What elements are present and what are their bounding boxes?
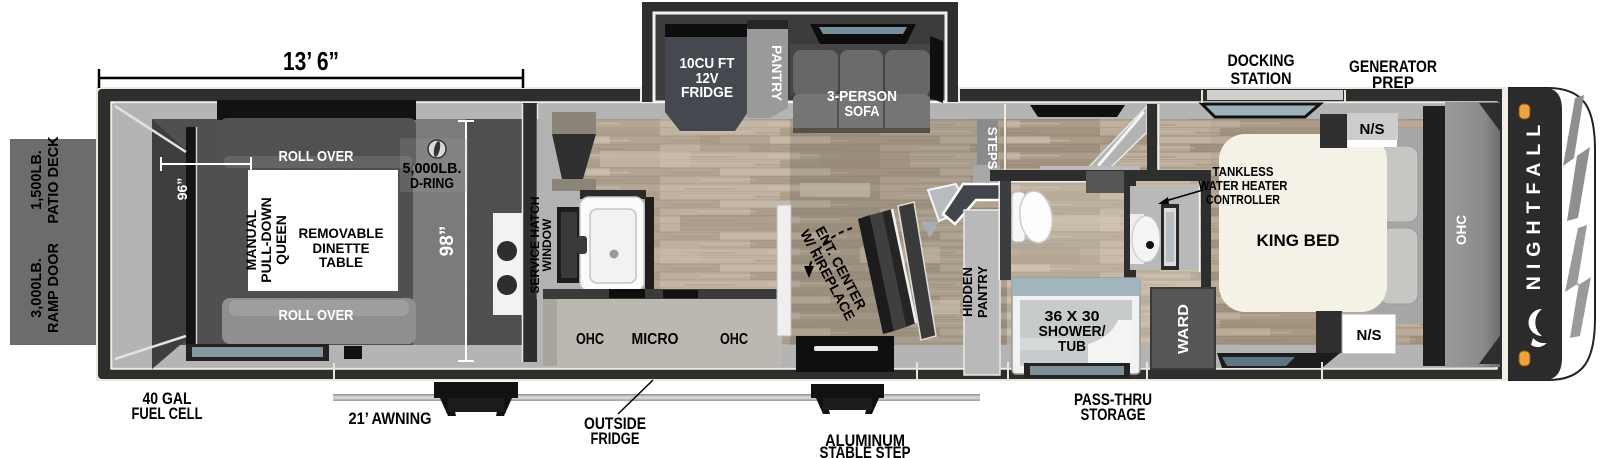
svg-text:STATION: STATION (1231, 69, 1292, 88)
svg-text:WINDOW: WINDOW (540, 218, 554, 271)
svg-text:MANUAL: MANUAL (243, 209, 259, 270)
svg-text:GENERATOR: GENERATOR (1349, 57, 1437, 76)
svg-text:ALUMINUM: ALUMINUM (825, 431, 905, 450)
svg-text:FRIDGE: FRIDGE (681, 85, 733, 101)
svg-text:NIGHTFALL: NIGHTFALL (1523, 118, 1545, 290)
svg-text:96”: 96” (174, 178, 190, 201)
svg-text:TANKLESS: TANKLESS (1213, 164, 1274, 179)
svg-text:SERVICE HATCH: SERVICE HATCH (528, 197, 542, 294)
svg-text:PATIO DECK: PATIO DECK (46, 136, 62, 224)
svg-text:13’ 6”: 13’ 6” (283, 46, 339, 76)
svg-text:WARD: WARD (1175, 304, 1192, 354)
svg-text:N/S: N/S (1359, 121, 1384, 138)
svg-text:WATER HEATER: WATER HEATER (1199, 178, 1289, 193)
svg-text:STABLE STEP: STABLE STEP (820, 443, 911, 458)
svg-text:FRIDGE: FRIDGE (591, 429, 640, 448)
svg-text:KING BED: KING BED (1256, 231, 1339, 250)
svg-text:3,000LB.: 3,000LB. (29, 258, 45, 318)
svg-text:PASS-THRU: PASS-THRU (1074, 390, 1152, 409)
svg-text:OHC: OHC (576, 331, 604, 348)
svg-text:FUEL CELL: FUEL CELL (132, 404, 203, 423)
svg-text:ROLL OVER: ROLL OVER (279, 148, 354, 165)
svg-text:1,500LB.: 1,500LB. (29, 150, 45, 210)
svg-text:36 X 30: 36 X 30 (1045, 308, 1100, 325)
svg-text:OUTSIDE: OUTSIDE (584, 414, 646, 433)
svg-text:N/S: N/S (1356, 327, 1381, 344)
svg-text:STORAGE: STORAGE (1081, 405, 1146, 424)
svg-text:98”: 98” (437, 226, 458, 257)
svg-text:RAMP DOOR: RAMP DOOR (46, 242, 62, 332)
svg-text:SHOWER/: SHOWER/ (1039, 323, 1107, 340)
svg-text:3-PERSON: 3-PERSON (827, 88, 897, 105)
svg-text:CONTROLLER: CONTROLLER (1206, 192, 1280, 207)
svg-text:HIDDEN: HIDDEN (960, 267, 975, 317)
svg-text:21’ AWNING: 21’ AWNING (349, 409, 432, 428)
svg-text:MICRO: MICRO (632, 331, 679, 348)
svg-text:PANTRY: PANTRY (769, 45, 785, 102)
svg-text:12V: 12V (696, 71, 719, 87)
svg-text:D-RING: D-RING (410, 176, 454, 192)
svg-text:DINETTE: DINETTE (313, 240, 370, 256)
svg-text:DOCKING: DOCKING (1228, 51, 1295, 70)
svg-text:40 GAL: 40 GAL (143, 389, 192, 408)
svg-text:QUEEN: QUEEN (273, 215, 289, 265)
svg-text:PREP: PREP (1372, 73, 1414, 92)
svg-text:OHC: OHC (720, 331, 748, 348)
svg-text:PANTRY: PANTRY (975, 266, 990, 318)
svg-text:TABLE: TABLE (319, 254, 363, 270)
svg-text:PULL-DOWN: PULL-DOWN (258, 197, 274, 283)
svg-text:ROLL OVER: ROLL OVER (279, 307, 354, 324)
svg-text:STEPS: STEPS (985, 127, 1000, 170)
svg-text:OHC: OHC (1454, 215, 1469, 245)
svg-text:TUB: TUB (1058, 338, 1086, 355)
svg-text:5,000LB.: 5,000LB. (403, 161, 462, 177)
svg-text:10CU FT: 10CU FT (680, 56, 735, 72)
svg-text:REMOVABLE: REMOVABLE (299, 225, 384, 241)
svg-text:SOFA: SOFA (845, 103, 880, 120)
